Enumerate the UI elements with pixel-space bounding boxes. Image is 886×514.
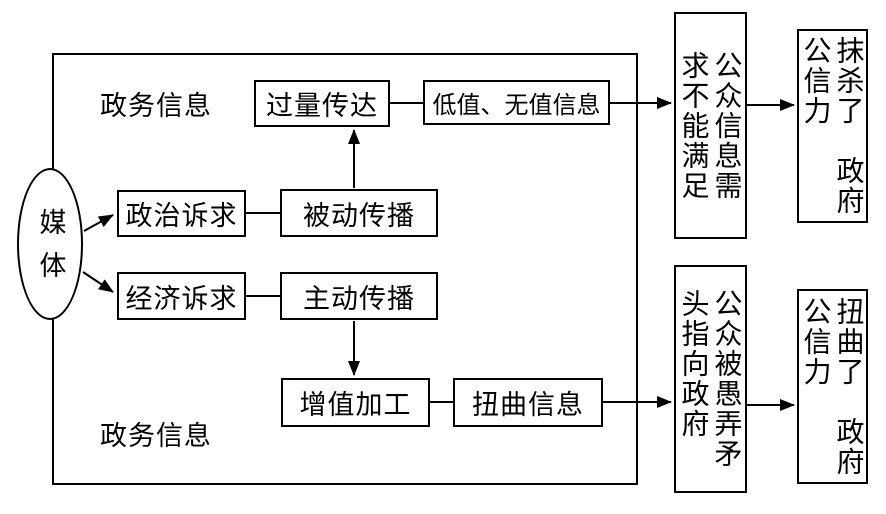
outcome-credibility-distorted-text: 扭曲了 政府 公信力 — [799, 296, 866, 477]
box-political-appeal-label: 政治诉求 — [125, 201, 238, 232]
box-distorted-info-label: 扭曲信息 — [472, 390, 584, 421]
media-ellipse: 媒体 — [17, 168, 83, 320]
box-political-appeal: 政治诉求 — [117, 190, 246, 237]
label-government-info-bottom: 政务信息 — [100, 421, 212, 452]
outcome-box-credibility-distorted: 扭曲了 政府 公信力 — [797, 289, 868, 484]
box-excess-delivery-label: 过量传达 — [266, 91, 378, 122]
outcome-credibility-erased-text: 抹杀了 政府 公信力 — [799, 36, 866, 216]
media-label: 媒体 — [34, 208, 66, 294]
box-economic-appeal: 经济诉求 — [117, 272, 246, 320]
box-excess-delivery: 过量传达 — [254, 80, 390, 127]
label-government-info-top: 政务信息 — [100, 91, 212, 122]
outcome-unmet-need-text: 公众信息需 求不能满足 — [677, 50, 744, 201]
outcome-public-fooled-text: 公众被愚弄矛 头指向政府 — [677, 289, 744, 469]
outcome-box-unmet-need: 公众信息需 求不能满足 — [674, 12, 747, 239]
box-low-value-info-label: 低值、无值信息 — [432, 91, 601, 119]
box-economic-appeal-label: 经济诉求 — [125, 283, 238, 315]
box-passive-spread-label: 被动传播 — [303, 200, 415, 232]
box-low-value-info: 低值、无值信息 — [423, 80, 610, 125]
outcome-box-public-fooled: 公众被愚弄矛 头指向政府 — [674, 265, 747, 493]
outcome-box-credibility-erased: 抹杀了 政府 公信力 — [797, 29, 868, 223]
box-active-spread-label: 主动传播 — [303, 283, 415, 315]
box-passive-spread: 被动传播 — [280, 189, 438, 237]
box-value-added-processing: 增值加工 — [281, 378, 430, 427]
box-value-added-processing-label: 增值加工 — [299, 390, 412, 421]
box-active-spread: 主动传播 — [280, 272, 438, 320]
box-distorted-info: 扭曲信息 — [453, 378, 603, 427]
